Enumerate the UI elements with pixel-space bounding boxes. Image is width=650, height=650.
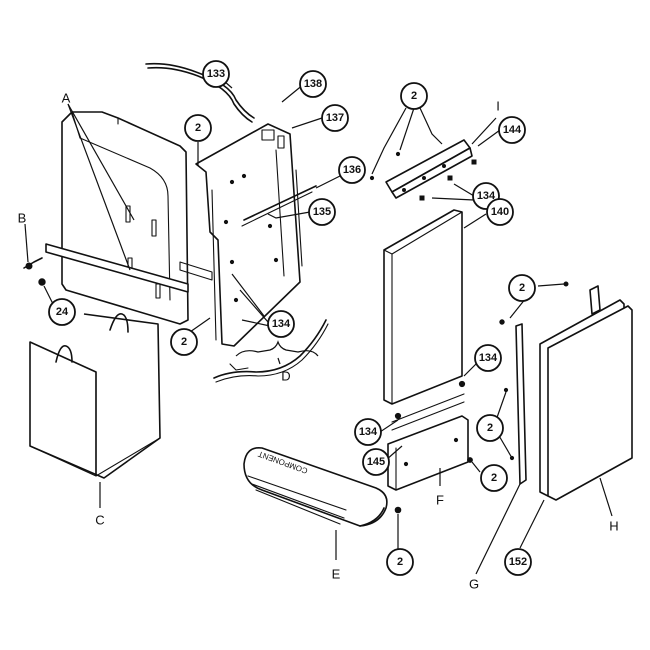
svg-text:2: 2 bbox=[487, 422, 493, 434]
wire-lead-d bbox=[213, 319, 329, 383]
svg-text:133: 133 bbox=[207, 68, 225, 80]
label-b: B bbox=[18, 211, 27, 226]
svg-text:2: 2 bbox=[181, 336, 187, 348]
svg-text:2: 2 bbox=[195, 122, 201, 134]
label-d: D bbox=[281, 369, 290, 384]
label-g: G bbox=[469, 577, 479, 592]
cabinet-shell bbox=[45, 111, 213, 325]
callout-136: 136 bbox=[338, 156, 366, 184]
label-a: A bbox=[62, 91, 71, 106]
callout-134-center-b: 134 bbox=[354, 418, 382, 446]
svg-text:135: 135 bbox=[313, 206, 331, 218]
svg-text:24: 24 bbox=[56, 306, 69, 318]
svg-text:134: 134 bbox=[272, 318, 291, 330]
callout-134-center-a: 134 bbox=[474, 344, 502, 372]
svg-text:2: 2 bbox=[411, 90, 417, 102]
wire-harness-top bbox=[145, 62, 255, 123]
svg-text:144: 144 bbox=[503, 124, 522, 136]
label-h: H bbox=[609, 519, 618, 534]
washer-24 bbox=[38, 278, 46, 286]
callout-2-upper: 2 bbox=[184, 114, 212, 142]
callout-144: 144 bbox=[498, 116, 526, 144]
svg-text:145: 145 bbox=[367, 456, 385, 468]
wire-lead-136 bbox=[241, 185, 317, 227]
front-panel-140 bbox=[383, 209, 463, 405]
label-e: E bbox=[332, 567, 341, 582]
callout-2-lower: 2 bbox=[170, 328, 198, 356]
top-bracket bbox=[369, 139, 477, 201]
callout-152: 152 bbox=[504, 548, 532, 576]
callout-134-mid: 134 bbox=[267, 310, 295, 338]
callout-2-bottom: 2 bbox=[386, 548, 414, 576]
callout-135: 135 bbox=[308, 198, 336, 226]
callout-2-top-right: 2 bbox=[400, 82, 428, 110]
svg-text:134: 134 bbox=[477, 190, 496, 202]
leader-lines bbox=[24, 73, 613, 575]
svg-text:134: 134 bbox=[359, 426, 378, 438]
svg-text:136: 136 bbox=[343, 164, 361, 176]
label-i: I bbox=[496, 99, 500, 114]
callout-133: 133 bbox=[202, 60, 230, 88]
trim-strip-g bbox=[499, 319, 527, 485]
callout-24: 24 bbox=[48, 298, 76, 326]
svg-text:137: 137 bbox=[326, 112, 344, 124]
svg-text:140: 140 bbox=[491, 206, 509, 218]
callout-145: 145 bbox=[362, 448, 390, 476]
callout-2-center-right: 2 bbox=[476, 414, 504, 442]
label-c: C bbox=[95, 513, 104, 528]
kick-plate-f bbox=[387, 380, 473, 514]
svg-text:134: 134 bbox=[479, 352, 498, 364]
callout-2-center-low: 2 bbox=[480, 464, 508, 492]
callout-140: 140 bbox=[486, 198, 514, 226]
filter-bag bbox=[29, 313, 161, 479]
svg-text:138: 138 bbox=[304, 78, 322, 90]
side-panel-h bbox=[539, 281, 633, 501]
svg-text:2: 2 bbox=[519, 282, 525, 294]
svg-text:152: 152 bbox=[509, 556, 527, 568]
svg-text:2: 2 bbox=[397, 556, 403, 568]
back-panel bbox=[195, 123, 303, 347]
callout-137: 137 bbox=[321, 104, 349, 132]
label-f: F bbox=[436, 493, 444, 508]
screw-b bbox=[23, 257, 43, 270]
svg-text:2: 2 bbox=[491, 472, 497, 484]
callout-2-far-right: 2 bbox=[508, 274, 536, 302]
callout-138: 138 bbox=[299, 70, 327, 98]
